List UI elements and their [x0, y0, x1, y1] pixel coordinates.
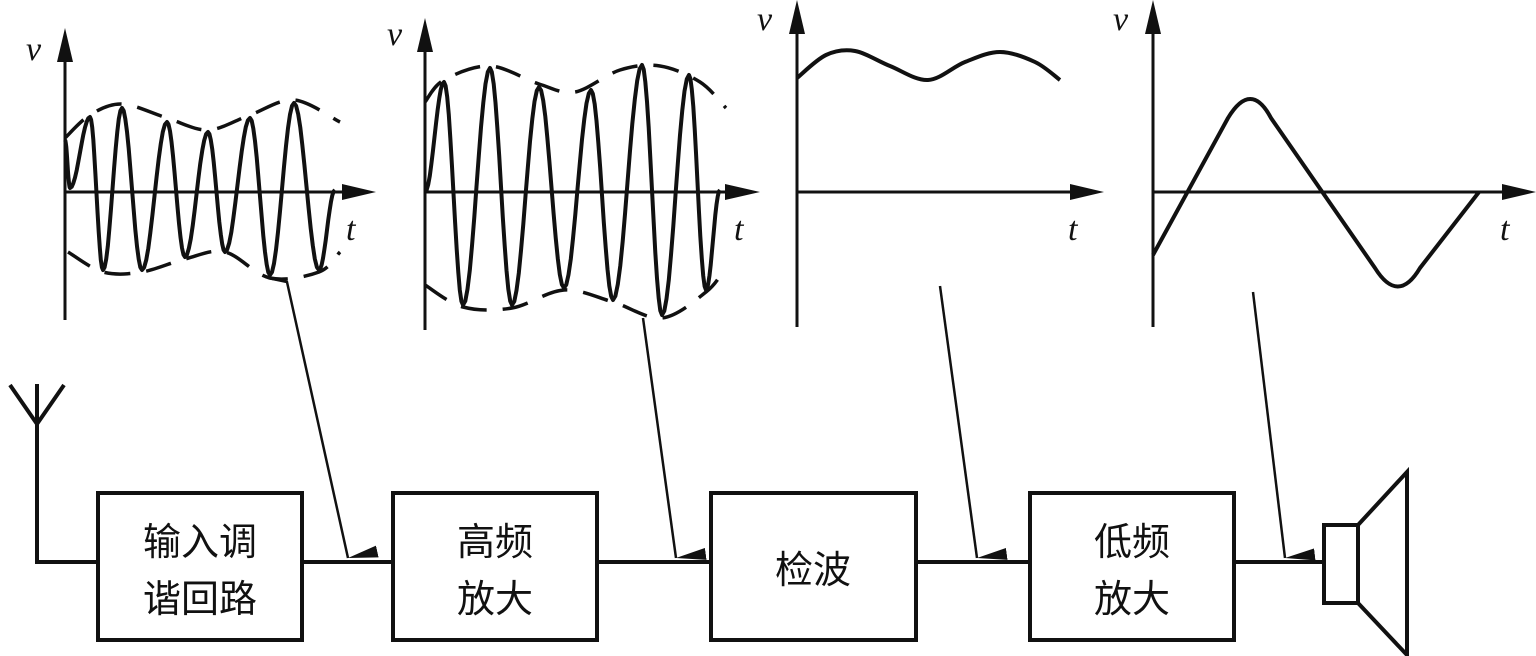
graph-input-tuned: v t — [26, 28, 376, 320]
envelope-upper — [423, 63, 728, 110]
block-rf-amplifier: 高频 放大 — [391, 491, 599, 642]
block-label: 放大 — [1094, 577, 1170, 621]
am-carrier-wave — [63, 101, 337, 277]
block-label: 检波 — [775, 548, 851, 592]
x-axis-arrow-icon — [1070, 184, 1104, 200]
block-label: 输入调 — [143, 520, 257, 564]
graph-audio-amplified: v t — [1113, 0, 1536, 327]
y-axis-arrow-icon — [1145, 0, 1161, 34]
graph-detected: v t — [757, 0, 1104, 327]
speaker-icon — [1322, 466, 1409, 656]
y-axis-arrow-icon — [789, 0, 805, 34]
pointer-arrow-4 — [1251, 291, 1316, 561]
am-carrier-wave — [423, 63, 722, 317]
block-af-amplifier: 低频 放大 — [1028, 491, 1236, 642]
y-axis-label: v — [757, 1, 773, 38]
x-axis-label: t — [1500, 211, 1511, 248]
block-label: 低频 — [1094, 520, 1170, 564]
pointer-arrow-2 — [641, 317, 707, 560]
envelope-lower — [67, 249, 342, 281]
y-axis-arrow-icon — [417, 18, 433, 52]
block-detector: 检波 — [709, 491, 918, 642]
envelope-upper — [63, 98, 341, 140]
x-axis-arrow-icon — [725, 184, 760, 200]
detected-audio-wave — [795, 48, 1062, 82]
x-axis-label: t — [734, 211, 745, 248]
audio-sine-wave — [1151, 97, 1481, 289]
graph-rf-amplified: v t — [387, 16, 760, 330]
block-input-tuning-circuit: 输入调 谐回路 — [96, 491, 304, 642]
envelope-lower — [424, 268, 726, 320]
x-axis-label: t — [1068, 211, 1079, 248]
pointer-arrow-3 — [938, 285, 1008, 560]
y-axis-arrow-icon — [57, 28, 73, 62]
y-axis-label: v — [1113, 1, 1129, 38]
x-axis-label: t — [346, 211, 357, 248]
y-axis-label: v — [387, 16, 403, 53]
block-label: 放大 — [457, 577, 533, 621]
block-label: 高频 — [457, 520, 533, 564]
antenna-icon — [8, 383, 98, 564]
x-axis-arrow-icon — [1502, 184, 1536, 200]
x-axis-arrow-icon — [342, 184, 376, 200]
pointer-arrow-1 — [267, 276, 379, 559]
block-label: 谐回路 — [143, 577, 257, 621]
y-axis-label: v — [26, 31, 42, 68]
